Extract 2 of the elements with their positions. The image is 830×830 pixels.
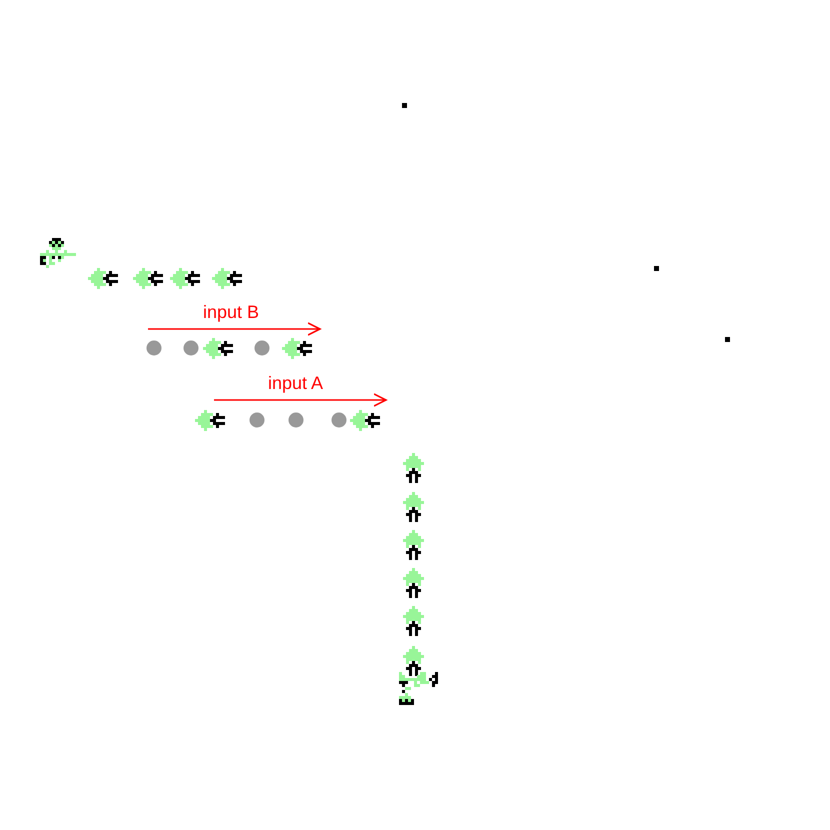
input-label: input A [268,373,324,393]
input-label: input B [203,302,260,322]
